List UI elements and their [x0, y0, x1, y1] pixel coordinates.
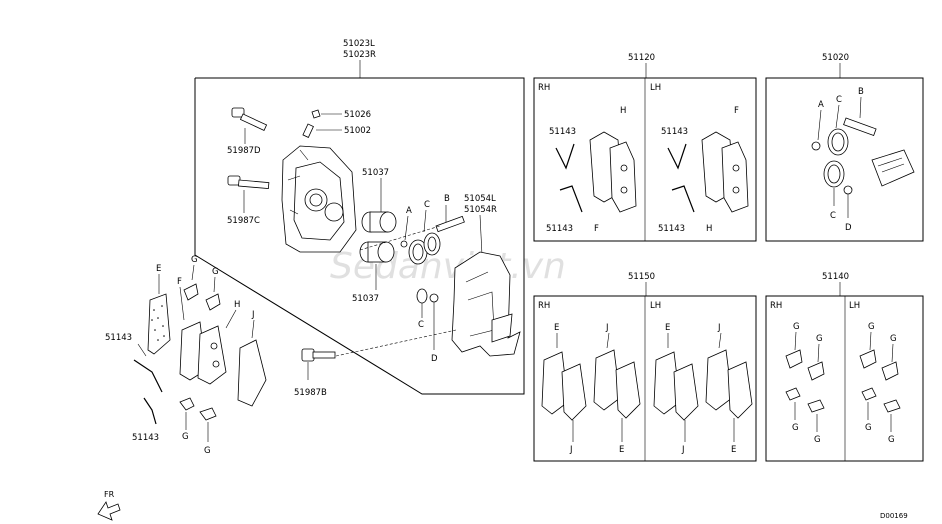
label-51143-upper: 51143 [105, 333, 132, 343]
kit-51140-lh-label-G3: G [865, 423, 872, 433]
kit-51120-rh-label-51143-bottom: 51143 [546, 224, 573, 234]
bleeder-screw [302, 123, 314, 138]
seal-a [400, 240, 408, 248]
kit-51120-lh-label-F: F [734, 106, 739, 116]
label-51054R: 51054R [464, 205, 497, 215]
kit-51150-rh-label-E: E [554, 323, 559, 333]
loose-pads-group: E F G G H J 51143 [105, 255, 267, 456]
kit-51140-lh-label-G1: G [868, 322, 875, 332]
kit-51150-lh-label-J-bottom: J [681, 445, 685, 455]
kit-51120-lh-label-51143-top: 51143 [661, 127, 688, 137]
kit-51120-rh-label-F: F [594, 224, 599, 234]
label-F: F [177, 277, 182, 287]
label-51987B: 51987B [294, 388, 327, 398]
caliper-body [281, 145, 357, 253]
piston-upper [361, 211, 397, 233]
label-51054L: 51054L [464, 194, 496, 204]
brake-pad-outer [147, 293, 171, 355]
kit-51020-label-B: B [858, 87, 864, 97]
kit-51120: 51120 RH LH 51143 51143 H F 51143 51143 … [533, 53, 757, 242]
label-C-lower: C [418, 320, 424, 330]
label-51987C: 51987C [227, 216, 260, 226]
kit-51150-lh-label-E: E [665, 323, 670, 333]
kit-51020-label-C-lower: C [830, 211, 836, 221]
kit-51140-rh-label-G1: G [793, 322, 800, 332]
kit-51150-rh-label-J-bottom: J [569, 445, 573, 455]
slide-pin [435, 215, 465, 233]
main-caliper-assembly: 51023L 51023R 51987D 51987C 51026 51002 [194, 39, 525, 398]
label-51026: 51026 [344, 110, 371, 120]
label-51037-top: 51037 [362, 168, 389, 178]
kit-51140-rh: RH [770, 301, 782, 311]
label-A: A [406, 206, 412, 216]
kit-51150-rh-label-E-bottom: E [619, 445, 624, 455]
kit-51140-rh-label-G4: G [814, 435, 821, 445]
kit-51150: 51150 RH LH E J J E E J J E [533, 272, 757, 462]
kit-51020-label-A: A [818, 100, 824, 110]
label-B: B [444, 194, 450, 204]
shim-clip-1 [183, 283, 199, 301]
front-direction-marker: FR [97, 490, 121, 521]
kit-51020-label-D: D [845, 223, 852, 233]
bleeder-cap [311, 109, 321, 119]
label-E: E [156, 264, 161, 274]
label-51002: 51002 [344, 126, 371, 136]
label-51143-lower: 51143 [132, 433, 159, 443]
kit-51140-rh-label-G3: G [792, 423, 799, 433]
kit-51150-rh-label-J: J [605, 323, 609, 333]
caliper-bolt-lower [227, 175, 270, 190]
label-51987D: 51987D [227, 146, 261, 156]
kit-51020: 51020 A C B C D [765, 53, 924, 242]
brake-pad-inner [179, 321, 227, 385]
kit-51140-rh-label-G2: G [816, 334, 823, 344]
arrow-icon [97, 501, 121, 521]
kit-51120-rh: RH [538, 83, 550, 93]
label-J: J [251, 310, 255, 320]
kit-51150-rh: RH [538, 301, 550, 311]
shim-clip-2 [205, 293, 221, 311]
kit-51120-rh-label-H: H [620, 106, 626, 116]
kit-51140-lh-label-G4: G [888, 435, 895, 445]
assembly-label-r: 51023R [343, 50, 376, 60]
clip-lower-1 [179, 397, 195, 411]
label-D: D [431, 354, 438, 364]
label-H: H [234, 300, 240, 310]
front-marker-label: FR [104, 490, 115, 499]
kit-51140: 51140 RH LH G G G G G G G G [765, 272, 924, 462]
kit-51020-label-C: C [836, 95, 842, 105]
kit-51120-lh: LH [650, 83, 661, 93]
assembly-boundary [194, 77, 525, 395]
label-G-bottom2: G [204, 446, 211, 456]
kit-51140-lh: LH [849, 301, 860, 311]
kit-51020-title: 51020 [822, 53, 849, 63]
anti-squeal-shim [237, 339, 267, 407]
kit-51140-title: 51140 [822, 272, 849, 282]
label-C: C [424, 200, 430, 210]
wear-indicator-1 [133, 359, 163, 393]
kit-51140-lh-label-G2: G [890, 334, 897, 344]
label-G-bottom1: G [182, 432, 189, 442]
diagram-code: D00169 [880, 512, 908, 520]
bracket-bolt [301, 348, 336, 362]
kit-51120-lh-label-51143-bottom: 51143 [658, 224, 685, 234]
kit-51120-title: 51120 [628, 53, 655, 63]
wear-indicator-2 [143, 397, 157, 425]
label-G-top2: G [212, 267, 219, 277]
kit-51120-rh-label-51143-top: 51143 [549, 127, 576, 137]
caliper-bolt-upper [231, 107, 268, 131]
kit-51150-lh: LH [650, 301, 661, 311]
kit-51150-lh-label-E-bottom: E [731, 445, 736, 455]
label-G-top1: G [191, 255, 198, 265]
label-51037-bottom: 51037 [352, 294, 379, 304]
clip-lower-2 [199, 407, 217, 421]
assembly-label-l: 51023L [343, 39, 375, 49]
kit-51150-title: 51150 [628, 272, 655, 282]
seal-d [429, 293, 439, 303]
kit-51150-lh-label-J: J [717, 323, 721, 333]
caliper-bracket [451, 251, 521, 357]
seal-c-lower [416, 288, 428, 304]
kit-51120-lh-label-H: H [706, 224, 712, 234]
